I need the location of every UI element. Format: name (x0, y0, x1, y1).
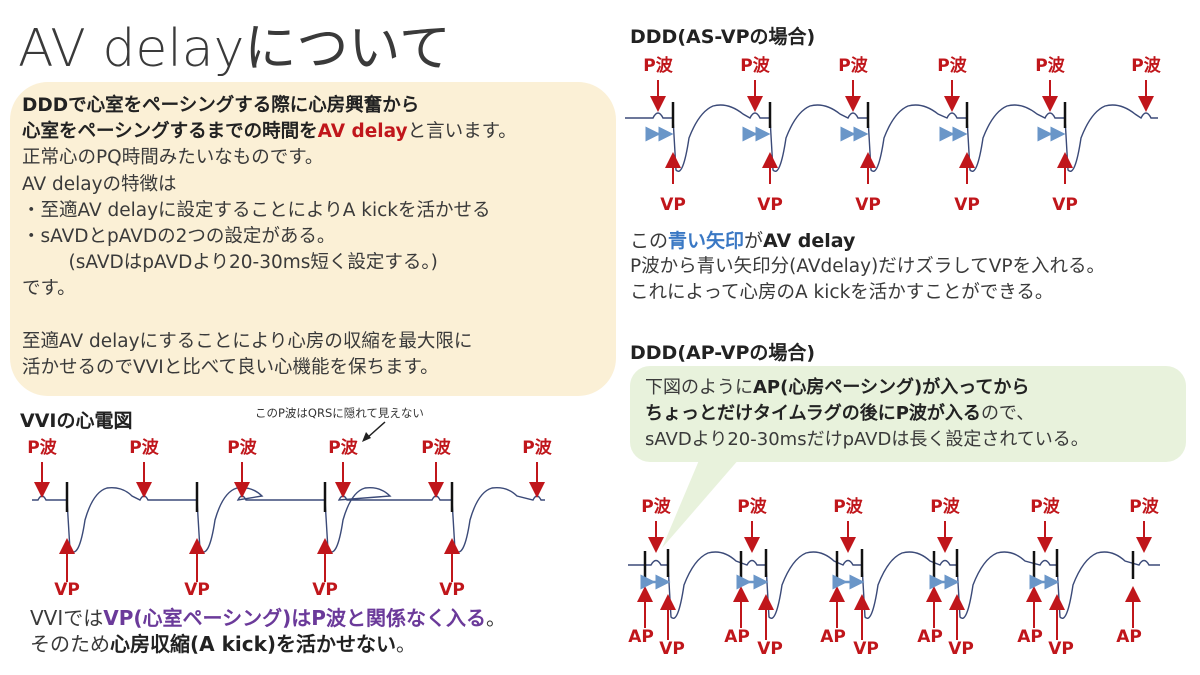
apvp-trace (628, 551, 1160, 619)
vp-label: VP (1052, 195, 1078, 215)
vvi-caption-line-1: VVIではVP(心室ペーシング)はP波と関係なく入る。 (30, 606, 506, 630)
vp-label: VP (855, 195, 881, 215)
vp-label: VP (948, 639, 974, 659)
vp-label: VP (954, 195, 980, 215)
p-wave-label: P波 (1131, 55, 1161, 76)
p-wave-label: P波 (833, 496, 863, 517)
vp-label: VP (439, 580, 465, 600)
vp-label: VP (54, 580, 80, 600)
ap-label: AP (628, 627, 654, 647)
intro-line-1: DDDで心室をペーシングする際に心房興奮から (22, 95, 420, 116)
asvp-description: この青い矢印がAV delay P波から青い矢印分(AVdelay)だけズラして… (630, 228, 1105, 306)
p-wave-label: P波 (522, 437, 552, 458)
p-wave-label: P波 (930, 496, 960, 517)
vvi-caption-line-2: そのため心房収縮(A kick)を活かせない。 (30, 632, 417, 656)
apvp-callout-line-3: sAVDより20-30msだけpAVDは長く設定されている。 (645, 429, 1089, 450)
asvp-heading: DDD(AS-VPの場合) (630, 26, 816, 48)
p-wave-label: P波 (937, 55, 967, 76)
vp-label: VP (853, 639, 879, 659)
vvi-note: このP波はQRSに隠れて見えない (255, 406, 424, 420)
vp-label: VP (659, 639, 685, 659)
note-arrow (366, 421, 386, 439)
asvp-desc-line-2: P波から青い矢印分(AVdelay)だけズラしてVPを入れる。 (630, 256, 1106, 277)
asvp-trace (625, 104, 1158, 172)
asvp-desc-line-3: これによって心房のA kickを活かすことができる。 (630, 282, 1054, 303)
asvp-desc-line-1: この青い矢印がAV delay (630, 230, 856, 252)
p-wave-label: P波 (737, 496, 767, 517)
ap-label: AP (1116, 627, 1142, 647)
p-wave-label: P波 (1030, 496, 1060, 517)
intro-line-9: 至適AV delayにすることにより心房の収縮を最大限に (22, 330, 473, 352)
intro-line-6: ・sAVDとpAVDの2つの設定がある。 (22, 225, 336, 247)
vp-label: VP (184, 580, 210, 600)
apvp-callout-line-1: 下図のようにAP(心房ペーシング)が入ってから (645, 377, 1030, 398)
p-wave-label: P波 (838, 55, 868, 76)
p-wave-label: P波 (1129, 496, 1159, 517)
vp-label: VP (660, 195, 686, 215)
ap-label: AP (1017, 627, 1043, 647)
intro-line-5: ・至適AV delayに設定することによりA kickを活かせる (22, 199, 491, 221)
page-title: AV delayについて (18, 19, 451, 79)
p-wave-label: P波 (421, 437, 451, 458)
p-wave-label: P波 (328, 437, 358, 458)
intro-line-2: 心室をペーシングするまでの時間をAV delayと言います。 (22, 121, 517, 143)
vp-label: VP (1048, 639, 1074, 659)
apvp-callout-line-2: ちょっとだけタイムラグの後にP波が入るので、 (645, 403, 1035, 424)
intro-line-4: AV delayの特徴は (22, 173, 177, 195)
vvi-heading: VVIの心電図 (20, 410, 133, 432)
asvp-ecg: P波 P波 P波 P波 P波 P波 VP VP VP VP VP (625, 55, 1162, 215)
p-wave-label: P波 (227, 437, 257, 458)
vp-label: VP (757, 195, 783, 215)
apvp-callout-text: 下図のようにAP(心房ペーシング)が入ってから ちょっとだけタイムラグの後にP波… (645, 375, 1089, 453)
ap-label: AP (724, 627, 750, 647)
p-wave-label: P波 (129, 437, 159, 458)
apvp-callout (630, 366, 1186, 462)
ap-label: AP (917, 627, 943, 647)
intro-line-3: 正常心のPQ時間みたいなものです。 (22, 147, 324, 169)
ap-label: AP (820, 627, 846, 647)
p-wave-label: P波 (740, 55, 770, 76)
vvi-caption: VVIではVP(心室ペーシング)はP波と関係なく入る。 そのため心房収縮(A k… (30, 605, 506, 657)
p-wave-label: P波 (1035, 55, 1065, 76)
intro-line-7: (sAVDはpAVDより20-30ms短く設定する。) (50, 252, 438, 274)
p-wave-label: P波 (27, 437, 57, 458)
intro-line-8: です。 (22, 278, 76, 300)
vvi-trace (32, 486, 545, 553)
apvp-heading: DDD(AP-VPの場合) (630, 342, 816, 364)
vp-label: VP (757, 639, 783, 659)
p-wave-label: P波 (641, 496, 671, 517)
vvi-ecg: VP VP VP VP P波 P波 P波 P波 P波 P波 (27, 437, 552, 600)
callout-tail (662, 458, 740, 548)
intro-line-10: 活かせるのでVVIと比べて良い心機能を保ちます。 (22, 356, 439, 378)
p-wave-label: P波 (643, 55, 673, 76)
intro-text: DDDで心室をペーシングする際に心房興奮から 心室をペーシングするまでの時間をA… (22, 93, 517, 381)
intro-box (10, 82, 616, 396)
vp-label: VP (312, 580, 338, 600)
